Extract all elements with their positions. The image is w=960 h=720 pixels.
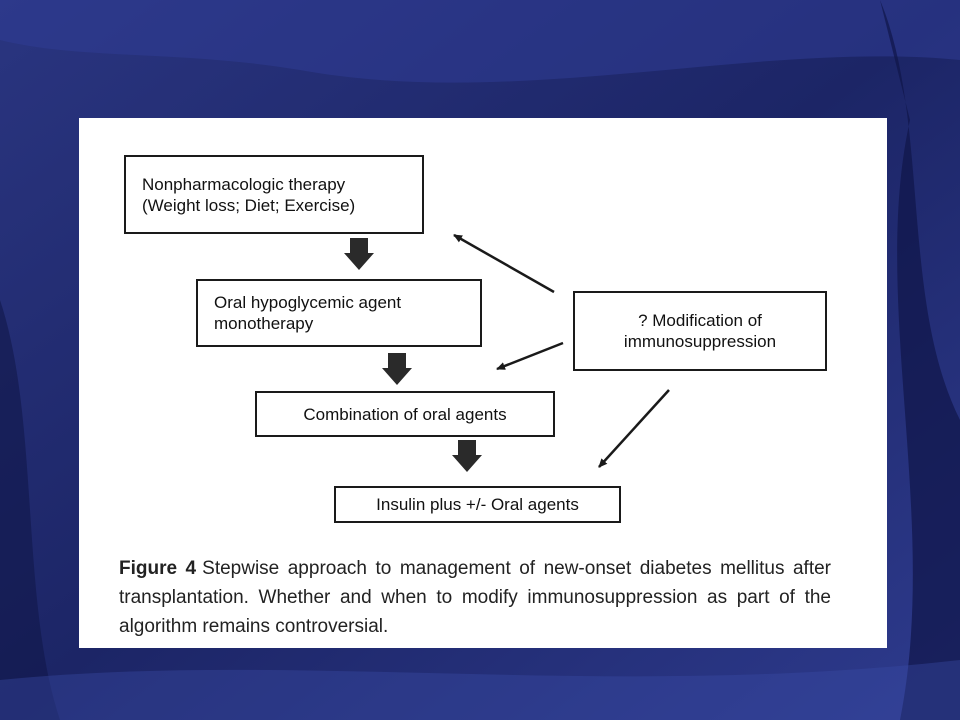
- node-label-line: Nonpharmacologic therapy: [142, 174, 346, 194]
- node-label-line: immunosuppression: [623, 332, 777, 351]
- node-label-line: Combination of oral agents: [303, 404, 507, 424]
- caption-text: Stepwise approach to management of new-o…: [119, 558, 831, 637]
- wave-shape-right: [880, 0, 960, 720]
- block-arrow-oral-mono-to-combination: [382, 353, 412, 385]
- node-label-line: monotherapy: [214, 314, 314, 333]
- figure-panel: Nonpharmacologic therapy (Weight loss; D…: [79, 118, 887, 648]
- diagram-arrows: [344, 233, 670, 472]
- wave-shape-left: [0, 300, 60, 720]
- arrow-modification-to-insulin: [598, 389, 670, 468]
- arrow-modification-to-combination: [496, 341, 564, 371]
- wave-shape-top: [0, 0, 960, 83]
- node-insulin-plus-oral-agents: Insulin plus +/- Oral agents: [334, 486, 621, 523]
- node-nonpharmacologic-therapy: Nonpharmacologic therapy (Weight loss; D…: [124, 155, 424, 234]
- wave-shape-bottom: [0, 660, 960, 720]
- node-combination-oral-agents: Combination of oral agents: [255, 391, 555, 437]
- node-label-line: ? Modification of: [638, 311, 762, 330]
- node-label-line: Insulin plus +/- Oral agents: [376, 495, 579, 514]
- block-arrow-combination-to-insulin: [452, 440, 482, 472]
- node-oral-monotherapy: Oral hypoglycemic agent monotherapy: [196, 279, 482, 347]
- figure-label: Figure 4: [119, 558, 197, 579]
- node-label-line: (Weight loss; Diet; Exercise): [142, 195, 356, 215]
- node-modification-immunosuppression: ? Modification of immunosuppression: [573, 291, 827, 371]
- block-arrow-nonpharm-to-oral-mono: [344, 238, 374, 270]
- node-label-line: Oral hypoglycemic agent: [214, 293, 402, 312]
- arrow-modification-to-nonpharm: [453, 233, 555, 294]
